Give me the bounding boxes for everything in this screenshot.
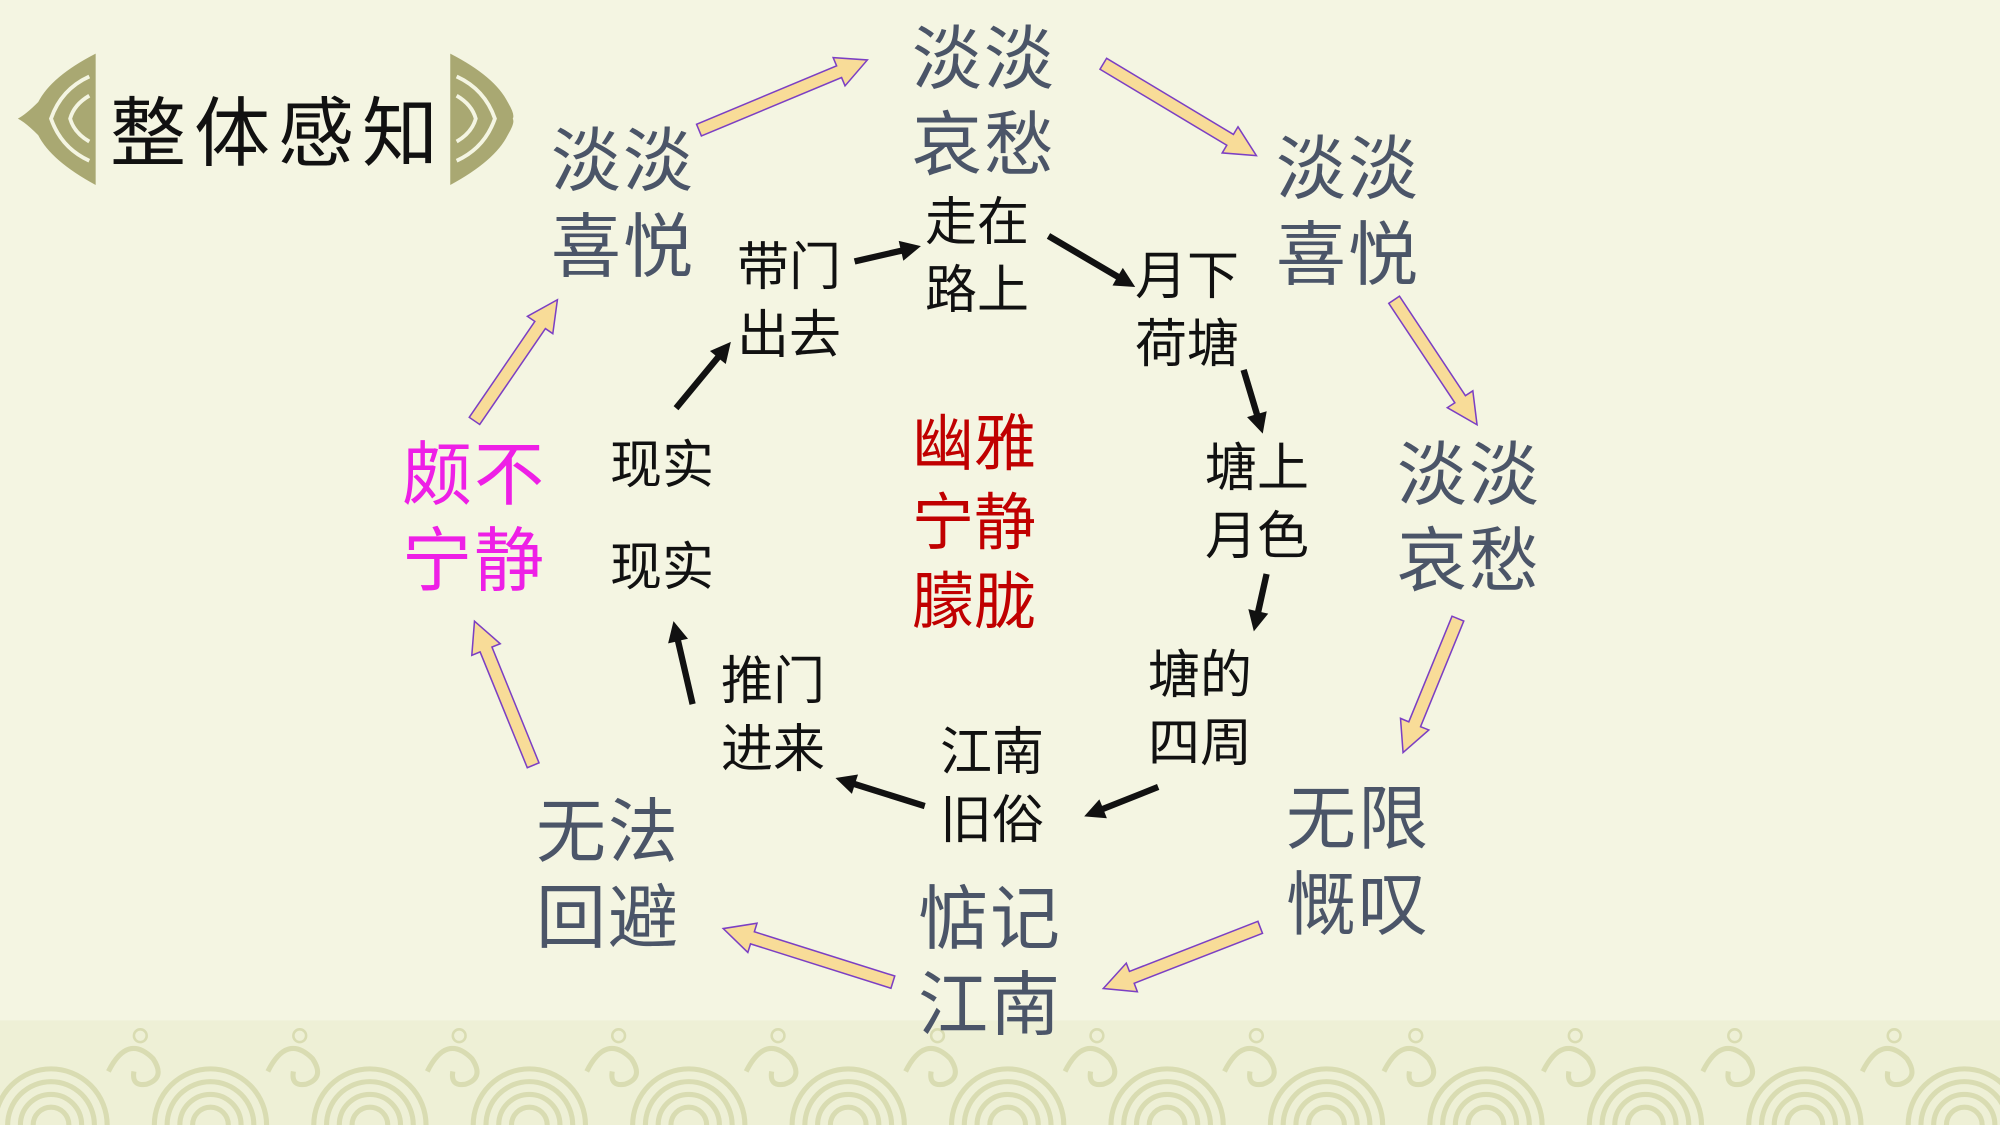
node-line: 淡淡 [912, 18, 1056, 100]
inner-node-moonlight: 塘上月色 [1205, 435, 1309, 571]
flow-arrow-outer [1098, 57, 1258, 157]
node-line: 慨叹 [1286, 864, 1430, 946]
inner-node-surroundings: 塘的四周 [1148, 642, 1252, 778]
reality-label-top: 现实 [610, 436, 715, 496]
node-line: 惦记 [918, 878, 1062, 960]
center-line: 幽雅 [912, 407, 1037, 480]
node-line: 塘的 [1148, 646, 1253, 706]
node-line: 无限 [1286, 778, 1430, 860]
flow-arrow-inner [1046, 233, 1136, 287]
flow-arrow-outer [468, 298, 559, 426]
flow-arrow-outer [1399, 615, 1465, 755]
center-line: 宁静 [912, 486, 1037, 559]
node-line: 无法 [536, 791, 680, 873]
node-line: 淡淡 [551, 120, 695, 202]
flow-arrow-inner [1240, 369, 1267, 434]
center-line: 朦胧 [912, 565, 1037, 638]
outer-node-restless: 颇不宁静 [402, 432, 546, 604]
inner-node-old-custom: 江南旧俗 [940, 719, 1044, 855]
flow-arrow-inner [668, 621, 696, 705]
node-line: 江南 [940, 723, 1045, 783]
flow-arrow-inner [835, 774, 926, 810]
node-line: 走在 [925, 193, 1030, 253]
flow-arrow-inner [1084, 784, 1160, 819]
flow-arrow-inner [853, 240, 921, 265]
flow-arrow-outer [470, 619, 541, 769]
outer-node-miss-jiangnan: 惦记江南 [918, 876, 1062, 1048]
inner-node-lotus-pond: 月下荷塘 [1135, 243, 1239, 379]
node-line: 淡淡 [1397, 434, 1541, 516]
title-ornament-left [17, 53, 96, 185]
node-line: 回避 [536, 877, 680, 959]
node-line: 喜悦 [1276, 214, 1420, 296]
outer-node-unavoidable: 无法回避 [536, 789, 680, 961]
outer-node-faint-joy-1: 淡淡喜悦 [551, 118, 695, 290]
flow-arrow-inner [673, 341, 731, 411]
bottom-wave-border [0, 1020, 2000, 1125]
outer-node-faint-sorrow-2: 淡淡哀愁 [1397, 432, 1541, 604]
node-line: 哀愁 [912, 104, 1056, 186]
title-ornament-right [450, 53, 514, 185]
inner-node-go-out: 带门出去 [737, 234, 841, 370]
node-line: 荷塘 [1135, 315, 1240, 375]
node-line: 江南 [918, 964, 1062, 1046]
node-line: 进来 [721, 720, 826, 780]
flow-arrow-outer [1101, 920, 1264, 993]
node-line: 路上 [925, 261, 1030, 321]
flow-arrow-outer [695, 56, 869, 137]
node-line: 淡淡 [1276, 128, 1420, 210]
node-line: 月色 [1205, 507, 1310, 567]
outer-node-faint-joy-2: 淡淡喜悦 [1276, 126, 1420, 298]
page-title: 整体感知 [110, 89, 446, 178]
node-line: 哀愁 [1397, 520, 1541, 602]
node-line: 旧俗 [940, 791, 1045, 851]
node-line: 颇不 [402, 434, 546, 516]
node-line: 喜悦 [551, 206, 695, 288]
node-line: 四周 [1148, 714, 1253, 774]
flow-arrow-outer [721, 922, 896, 990]
node-line: 出去 [737, 306, 842, 366]
inner-node-come-back: 推门进来 [721, 648, 825, 784]
outer-node-faint-sorrow-1: 淡淡哀愁 [912, 16, 1056, 188]
outer-node-endless-sigh: 无限慨叹 [1286, 776, 1430, 948]
node-line: 推门 [721, 652, 826, 712]
node-line: 月下 [1135, 247, 1240, 307]
node-line: 带门 [737, 238, 842, 298]
node-line: 塘上 [1205, 439, 1310, 499]
flow-arrow-inner [1248, 573, 1270, 632]
node-line: 宁静 [402, 520, 546, 602]
flow-arrow-outer [1387, 295, 1478, 427]
reality-label-bottom: 现实 [610, 538, 715, 598]
center-theme: 幽雅 宁静 朦胧 [912, 404, 1036, 641]
inner-node-on-road: 走在路上 [925, 189, 1029, 325]
